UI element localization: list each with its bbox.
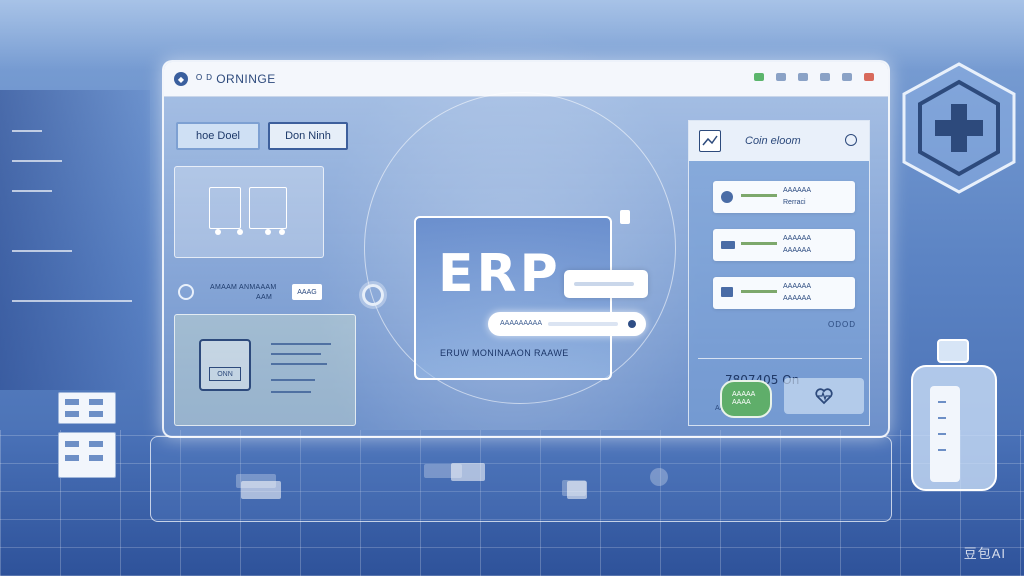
text-line [271,379,315,381]
wall-line [12,300,132,302]
watermark: 豆包AI [963,546,1006,561]
chart-icon [699,130,721,152]
overlay-card [564,270,648,298]
prop-cell [65,455,79,461]
hero-title: ERP [438,244,561,304]
status-text-secondary: AAM [256,294,273,301]
text-line [271,353,321,355]
wire-node [237,229,243,235]
document-icon [721,287,733,297]
list-item[interactable]: AAAAAA AAAAAA [713,277,855,309]
left-prop-card [58,432,116,478]
list-item-sublabel: AAAAAA [783,295,812,302]
list-item[interactable]: AAAAAA AAAAAA [713,229,855,261]
user-icon [721,191,733,203]
list-item-label: AAAAAA [783,187,812,194]
keyboard-key [567,481,587,499]
prop-cell [65,399,79,405]
maximize-icon[interactable] [842,73,852,81]
title-bar: ◆ ᴼ ᴰ ORNINGE [164,62,888,97]
prop-cell [65,411,79,417]
text-line [271,343,331,345]
app-logo-icon: ◆ [174,72,188,86]
prop-cell [89,441,103,447]
minimize-icon[interactable] [820,73,830,81]
app-window: ◆ ᴼ ᴰ ORNINGE hoe Doel Don Ninh AMAAM AN… [162,60,890,438]
search-input-track [548,322,618,326]
left-prop-card [58,392,116,424]
list-item-sublabel: Rerraci [783,199,806,206]
medical-plus-hexagon-icon [902,62,1016,194]
erp-hero-panel [414,216,612,380]
prop-cell [89,411,103,417]
metric-side-label: ODOD [828,320,856,329]
tag-icon [620,210,630,224]
document-icon: ONN [199,339,251,391]
list-icon [721,241,735,249]
prop-cell [89,455,103,461]
tab-domain[interactable]: Don Ninh [268,122,348,150]
list-item[interactable]: AAAAAA Rerraci [713,181,855,213]
menu-icon[interactable] [776,73,786,81]
wall-line [12,160,62,162]
success-badge[interactable]: AAAAA AAAA [720,380,772,418]
decorative-ring [364,92,676,404]
gear-icon[interactable] [362,284,384,306]
wire-frame [209,187,241,229]
tab-home[interactable]: hoe Doel [176,122,260,150]
list-item-label: AAAAAA [783,235,812,242]
prop-cell [89,399,103,405]
window-controls [754,73,874,81]
settings-icon[interactable] [178,284,194,300]
status-indicator-icon[interactable] [754,73,764,81]
search-icon[interactable] [628,320,636,328]
wall-line [12,250,72,252]
wall-line [12,190,52,192]
list-item-sublabel: AAAAAA [783,247,812,254]
wire-node [265,229,271,235]
text-line [271,391,311,393]
search-input-text: AAAAAAAAA [500,320,543,327]
placeholder-line [574,282,634,286]
right-panel-header: Coin eloom [689,121,869,161]
keyboard-base [150,436,892,522]
wire-frame [249,187,287,229]
search-input[interactable]: AAAAAAAAA [488,312,646,336]
item-bar [741,194,777,197]
keyboard-key [451,463,485,481]
close-icon[interactable] [864,73,874,81]
status-text: AMAAM ANMAAAM [210,284,277,291]
document-icon-label: ONN [209,367,241,381]
ceiling-light [0,0,1024,70]
divider [698,358,862,359]
wall-line [12,130,42,132]
right-panel-title: Coin eloom [745,135,801,147]
left-wall-panel [0,90,150,390]
bottle-icon [911,339,997,491]
item-bar [741,242,777,245]
health-badge[interactable] [784,378,864,414]
wire-node [215,229,221,235]
floor-tile [650,468,668,486]
toggle-icon[interactable] [845,134,857,146]
right-panel: Coin eloom AAAAAA Rerraci AAAAAA AAAAAA … [688,120,870,426]
app-title: ᴼ ᴰ ORNINGE [196,72,276,86]
prop-cell [65,441,79,447]
keyboard-key [241,481,281,499]
floor-grid [0,430,1024,576]
workflow-card[interactable] [174,166,324,258]
hero-caption: ERUW MONINAAON RAAWE [440,348,569,358]
wire-node [279,229,285,235]
document-card[interactable]: ONN [174,314,356,426]
list-item-label: AAAAAA [783,283,812,290]
item-bar [741,290,777,293]
user-icon[interactable] [798,73,808,81]
heart-icon [815,388,833,405]
success-badge-label: AAAAA AAAA [732,391,755,406]
status-pill[interactable]: AAAG [292,284,322,300]
text-line [271,363,327,365]
